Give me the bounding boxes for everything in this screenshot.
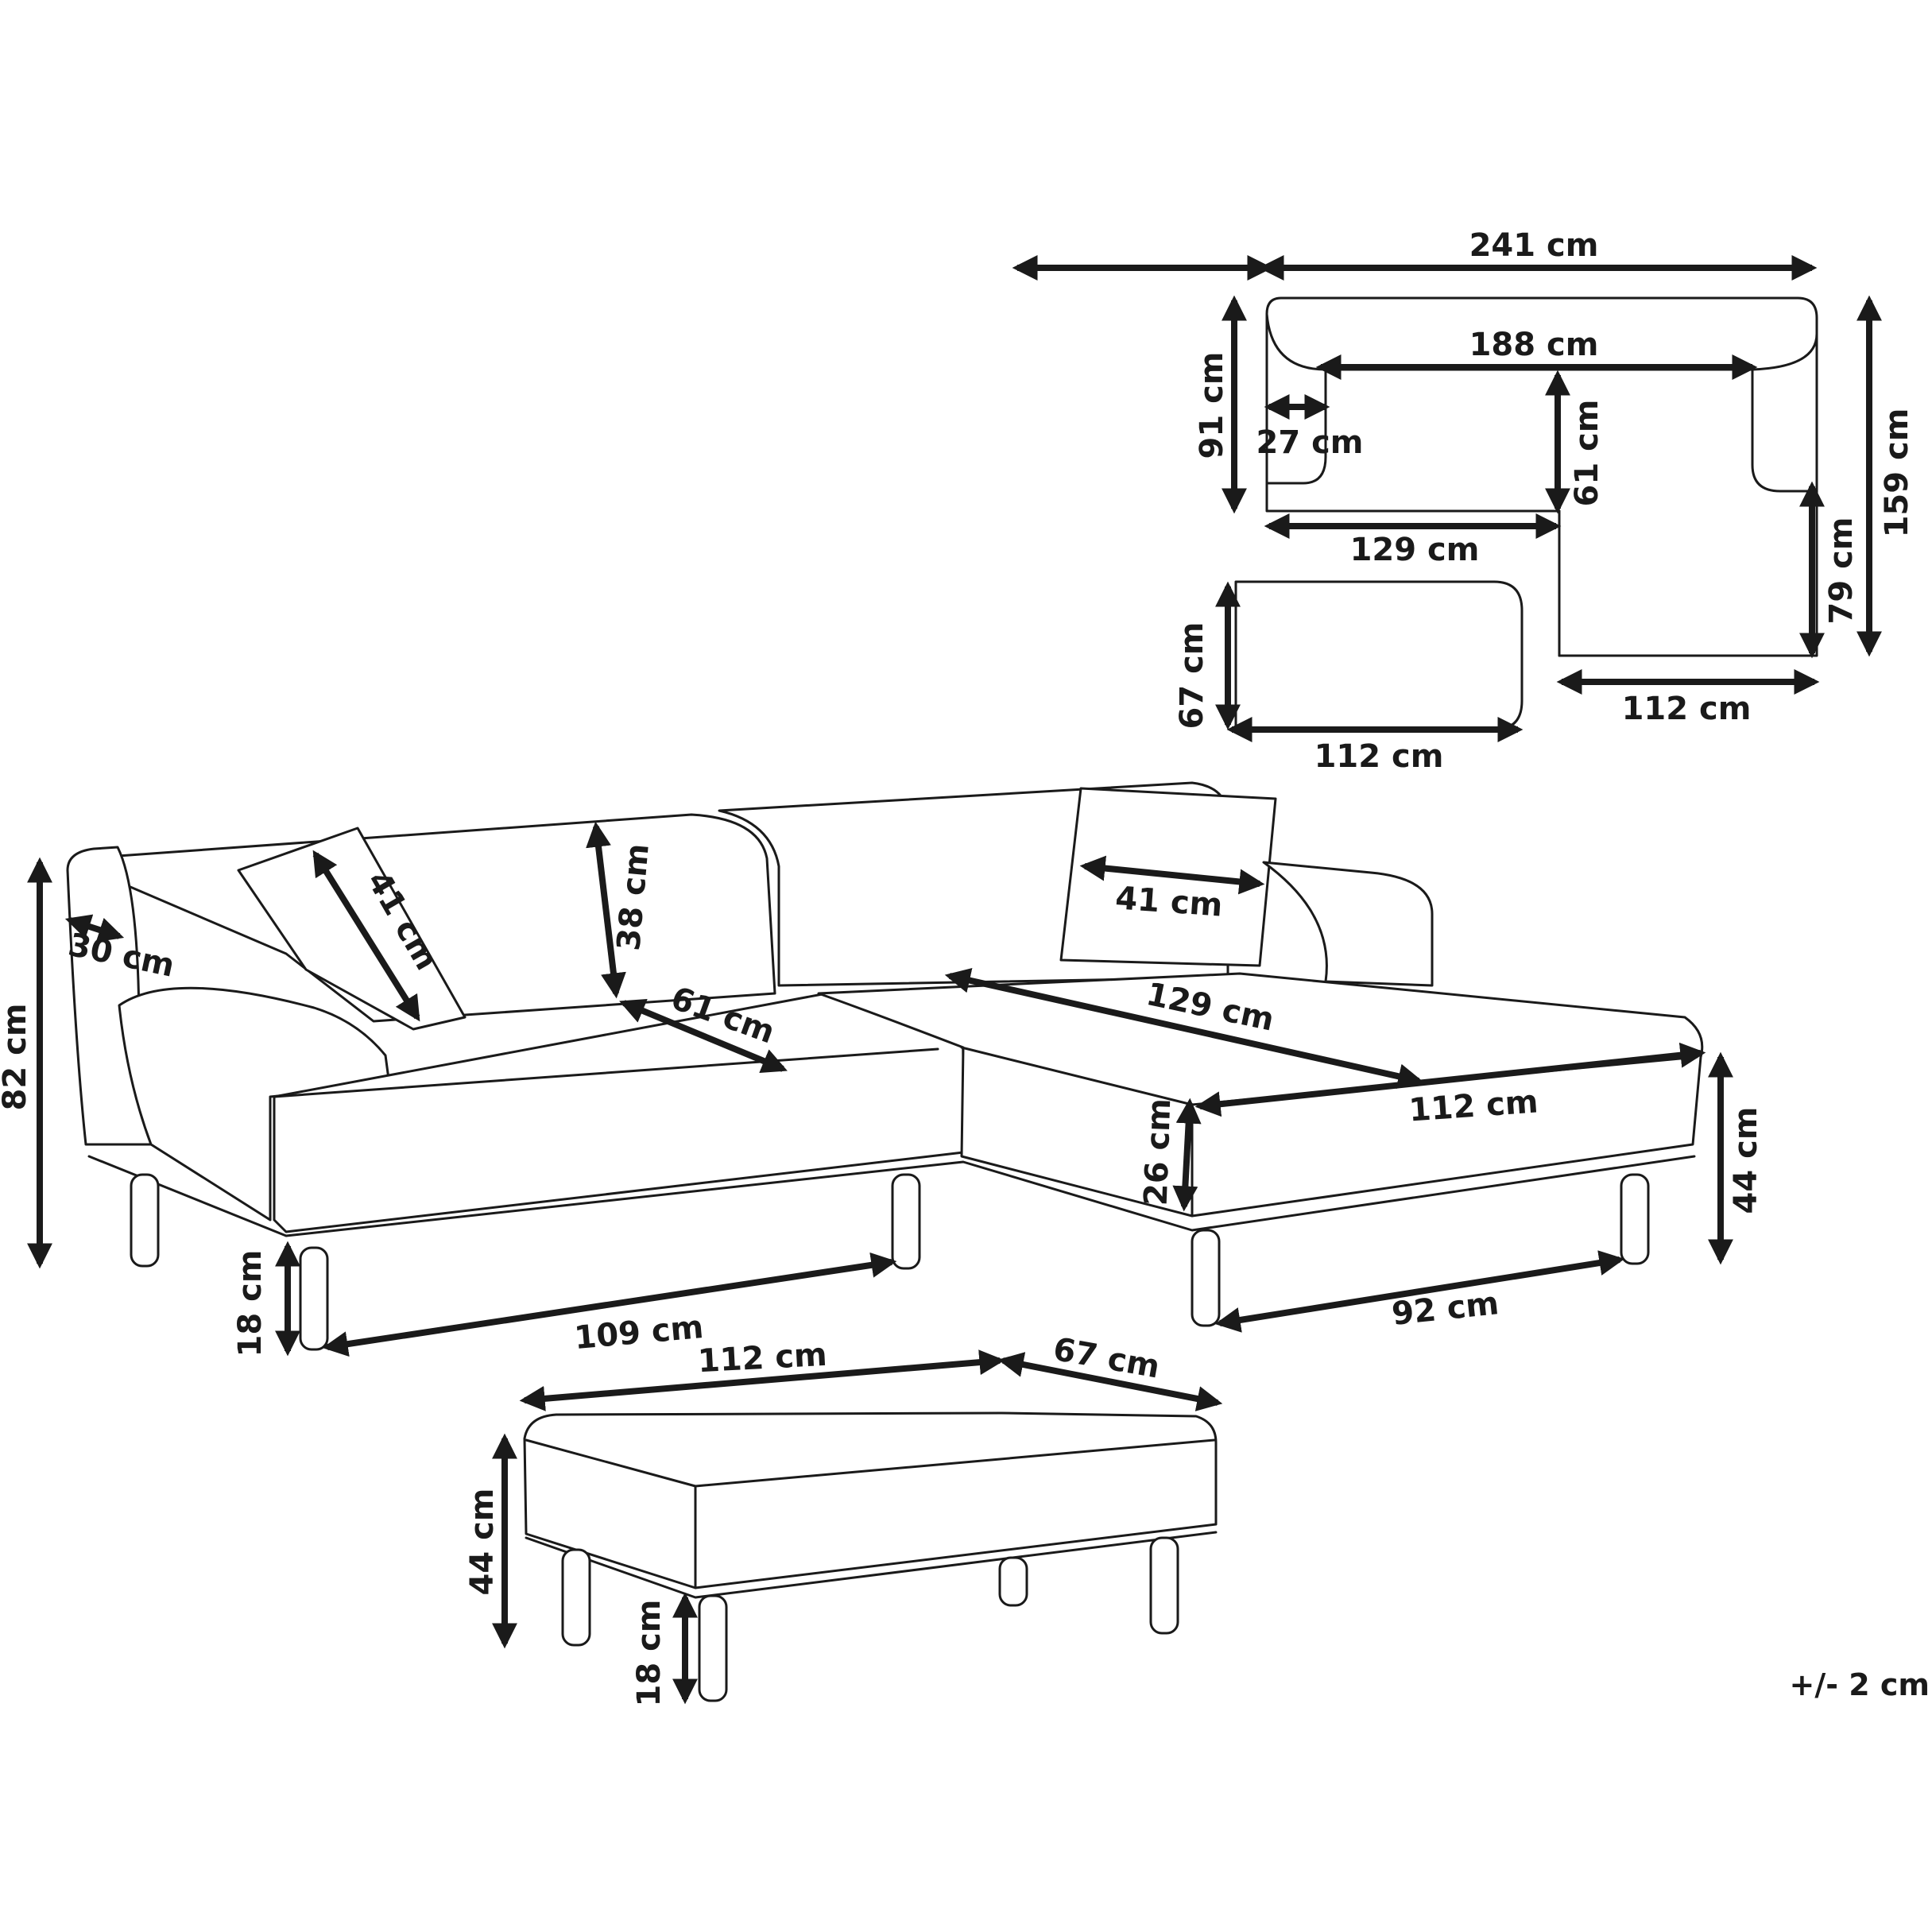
label-ottoman-height: 44 cm <box>464 1489 501 1596</box>
top-view <box>1265 296 1818 657</box>
dimension-arrows <box>27 255 1882 1705</box>
ottoman-leg-front-right <box>1149 1536 1179 1635</box>
ottoman-leg-back-right <box>998 1556 1028 1607</box>
sofa-back-right <box>718 781 1229 987</box>
ottoman-top-outline <box>1234 580 1524 731</box>
sofa-leg-front-left <box>299 1246 329 1351</box>
ottoman-top-face <box>523 1411 1218 1589</box>
label-top-inner-width: 188 cm <box>1469 327 1599 363</box>
label-top-main-length: 129 cm <box>1350 532 1480 568</box>
sofa-leg-back-chaise <box>1620 1173 1650 1265</box>
sofa-left-arm-front <box>118 986 391 1222</box>
sofa-seat-left <box>273 992 965 1233</box>
label-ottoman-leg-height: 18 cm <box>631 1600 668 1707</box>
sofa-leg-front-middle <box>891 1173 921 1270</box>
label-sofa-leg-span-main: 109 cm <box>573 1309 705 1357</box>
sofa-leg-back-left <box>130 1173 160 1268</box>
dim-arrow-sofa-41-left <box>312 850 420 1022</box>
label-ottoman-width: 112 cm <box>697 1337 828 1380</box>
dim-arrow-sofa-38 <box>586 821 626 999</box>
dim-arrow-sofa-26 <box>1172 1098 1202 1212</box>
label-top-armrest: 27 cm <box>1256 424 1364 461</box>
dim-arrow-sofa-61 <box>619 999 788 1073</box>
top-view-right-arm <box>1751 368 1818 493</box>
label-ottoman-depth: 67 cm <box>1051 1331 1163 1386</box>
dim-arrow-sofa-112 <box>1194 1042 1706 1117</box>
label-top-seat-depth: 61 cm <box>1569 400 1605 507</box>
label-ottoman-top-depth: 67 cm <box>1174 622 1210 730</box>
label-top-overall-width: 241 cm <box>1469 227 1599 264</box>
label-top-depth: 91 cm <box>1194 352 1230 459</box>
ottoman-perspective <box>523 1411 1218 1702</box>
label-sofa-back-height: 38 cm <box>610 842 656 952</box>
dim-arrow-sofa-41-right <box>1079 855 1265 895</box>
top-view-left-arm <box>1265 368 1327 485</box>
label-top-chaise-width: 112 cm <box>1622 691 1752 727</box>
sofa-back-left <box>106 813 776 1023</box>
label-sofa-pillow-right: 41 cm <box>1114 880 1224 923</box>
label-sofa-chaise-width: 112 cm <box>1407 1083 1539 1129</box>
dim-arrow-sofa-109 <box>322 1252 897 1357</box>
label-sofa-height: 82 cm <box>0 1004 33 1111</box>
dim-arrow-ottoman-112 <box>519 1349 1005 1411</box>
label-ottoman-top-width: 112 cm <box>1314 738 1444 775</box>
dim-arrow-sofa-92 <box>1214 1250 1625 1333</box>
label-top-chaise-extension: 79 cm <box>1823 517 1860 625</box>
ottoman-leg-front-left <box>698 1594 728 1702</box>
sofa-right-arm <box>1262 861 1434 987</box>
sofa-seat-left-top <box>273 1047 939 1098</box>
sofa-leg-front-chaise <box>1191 1229 1221 1327</box>
label-sofa-cushion-height: 26 cm <box>1138 1098 1179 1206</box>
tolerance-note: +/- 2 cm <box>1789 1667 1930 1702</box>
dim-arrow-sofa-30 <box>64 914 125 943</box>
ottoman-leg-back-left <box>561 1548 591 1647</box>
label-sofa-leg-height: 18 cm <box>232 1250 269 1357</box>
dim-arrow-ottoman-67 <box>997 1352 1223 1411</box>
sofa-base <box>87 1155 1696 1237</box>
label-sofa-seat-height: 44 cm <box>1728 1107 1764 1214</box>
label-top-total-depth: 159 cm <box>1879 408 1915 538</box>
